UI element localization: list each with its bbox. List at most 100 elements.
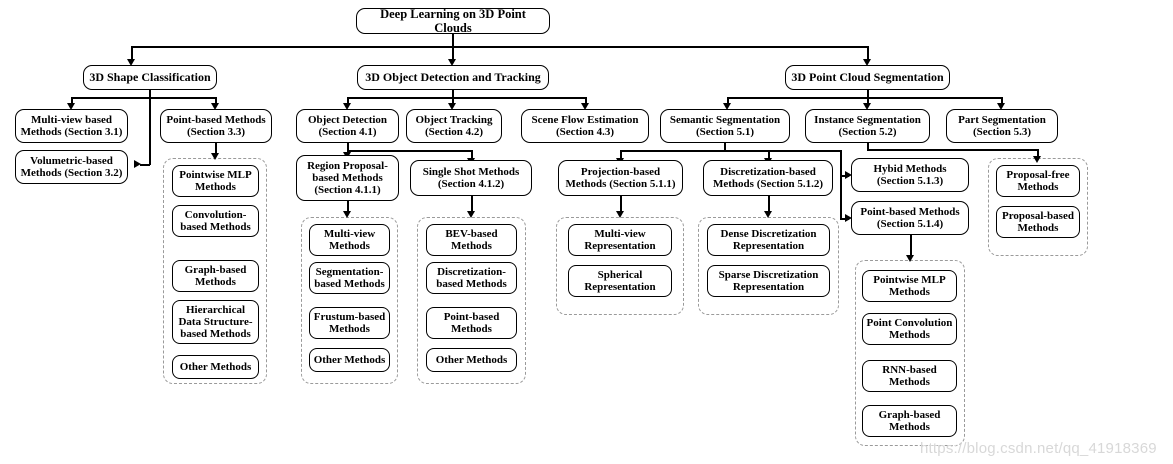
leaf-point-based-methods-singleshot: Point-based Methods <box>426 307 517 339</box>
node-object-detection: Object Detection (Section 4.1) <box>296 109 399 143</box>
leaf-point-convolution-methods: Point Convolution Methods <box>862 313 957 345</box>
leaf-multi-view-representation: Multi-view Representation <box>568 224 672 256</box>
arrow-l2-a <box>127 59 135 66</box>
connector-semantic-down <box>724 143 726 151</box>
node-volumetric-based-methods: Volumetric-based Methods (Section 3.2) <box>15 150 128 184</box>
leaf-other-methods-single-shot: Other Methods <box>426 348 517 372</box>
connector-projection-to-group <box>620 196 622 213</box>
node-multi-view-based-methods: Multi-view based Methods (Section 3.1) <box>15 109 128 143</box>
node-3d-point-cloud-segmentation: 3D Point Cloud Segmentation <box>785 65 950 90</box>
leaf-pointwise-mlp-methods-semantic: Pointwise MLP Methods <box>862 270 957 302</box>
leaf-dense-discretization-representation: Dense Discretization Representation <box>707 224 830 256</box>
connector-to-hybid <box>840 175 849 177</box>
arrow-pointbased33-group <box>211 153 219 160</box>
arrow-point-based-5-1-4 <box>845 214 852 222</box>
connector-shape-bus <box>71 97 216 99</box>
connector-objdet-bus <box>347 97 586 99</box>
leaf-proposal-free-methods: Proposal-free Methods <box>996 165 1080 197</box>
node-discretization-based-methods: Discretization-based Methods (Section 5.… <box>703 160 833 196</box>
node-root: Deep Learning on 3D Point Clouds <box>356 7 550 35</box>
connector-objdetection-down <box>347 143 349 151</box>
leaf-other-methods-region-proposal: Other Methods <box>309 348 390 372</box>
connector-seg-to-part <box>1001 97 1003 104</box>
connector-to-projection <box>620 150 622 160</box>
arrow-l2-c <box>863 59 871 66</box>
node-point-based-methods-5-1-4: Point-based Methods (Section 5.1.4) <box>851 201 969 235</box>
connector-to-single-shot <box>471 150 473 160</box>
connector-drop-l2-c <box>867 46 869 60</box>
arrow-regionproposal-group <box>343 211 351 218</box>
arrow-multiview <box>67 103 75 110</box>
node-region-proposal-based-methods: Region Proposal- based Methods (Section … <box>296 155 399 201</box>
leaf-other-methods-classification: Other Methods <box>172 355 259 379</box>
arrow-hybid-methods <box>845 171 852 179</box>
leaf-graph-based-methods: Graph-based Methods <box>172 260 259 292</box>
arrow-singleshot-group <box>467 211 475 218</box>
arrow-instance-seg <box>863 103 871 110</box>
arrow-semantic-seg <box>723 103 731 110</box>
connector-seg-bus <box>727 97 1002 99</box>
connector-objdet-to-detection <box>347 97 349 104</box>
node-point-based-methods-3-3: Point-based Methods (Section 3.3) <box>160 109 272 143</box>
connector-level2-bus <box>131 46 868 48</box>
connector-drop-l2-a <box>131 46 133 60</box>
arrow-l2-b <box>448 59 456 66</box>
arrow-scene-flow <box>581 103 589 110</box>
arrow-projection-group <box>616 211 624 218</box>
leaf-convolution-based-methods: Convolution- based Methods <box>172 205 259 237</box>
connector-shape-to-multiview <box>71 97 73 104</box>
leaf-segmentation-based-methods: Segmentation- based Methods <box>309 262 390 294</box>
connector-pointbased33-to-group <box>215 143 217 155</box>
arrow-pointbased-3-3 <box>211 103 219 110</box>
connector-singleshot-to-group <box>471 196 473 213</box>
node-single-shot-methods: Single Shot Methods (Section 4.1.2) <box>410 160 532 196</box>
connector-semantic-right-rail <box>840 150 842 219</box>
leaf-multi-view-methods: Multi-view Methods <box>309 224 390 256</box>
connector-shape-to-pointbased <box>215 97 217 104</box>
leaf-rnn-based-methods: RNN-based Methods <box>862 360 957 392</box>
leaf-proposal-based-methods: Proposal-based Methods <box>996 206 1080 238</box>
connector-to-discretization <box>768 150 770 160</box>
connector-shape-to-volumetric-h <box>140 164 150 166</box>
leaf-spherical-representation: Spherical Representation <box>568 265 672 297</box>
node-hybid-methods: Hybid Methods (Section 5.1.3) <box>851 158 969 192</box>
leaf-sparse-discretization-representation: Sparse Discretization Representation <box>707 265 830 297</box>
connector-objdetection-bus <box>347 150 472 152</box>
node-3d-object-detection-tracking: 3D Object Detection and Tracking <box>357 65 549 90</box>
node-instance-segmentation: Instance Segmentation (Section 5.2) <box>805 109 930 143</box>
connector-shape-down <box>149 90 151 98</box>
arrow-volumetric <box>134 160 141 168</box>
node-3d-shape-classification: 3D Shape Classification <box>83 65 217 90</box>
leaf-discretization-based-methods-singleshot: Discretization- based Methods <box>426 262 517 294</box>
connector-instance-to-group <box>1037 149 1039 158</box>
arrow-object-detection <box>343 103 351 110</box>
leaf-pointwise-mlp-methods: Pointwise MLP Methods <box>172 165 259 197</box>
connector-to-point-based-5-1-4 <box>840 218 849 220</box>
node-semantic-segmentation: Semantic Segmentation (Section 5.1) <box>660 109 790 143</box>
leaf-bev-based-methods: BEV-based Methods <box>426 224 517 256</box>
node-part-segmentation: Part Segmentation (Section 5.3) <box>946 109 1058 143</box>
connector-pointbased514-to-group <box>910 235 912 257</box>
node-scene-flow-estimation: Scene Flow Estimation (Section 4.3) <box>521 109 649 143</box>
connector-regionproposal-to-group <box>347 201 349 213</box>
connector-objdet-to-tracking <box>452 97 454 104</box>
connector-root-down <box>452 34 454 46</box>
connector-instance-down <box>867 143 869 150</box>
arrow-discretization-group <box>764 211 772 218</box>
node-projection-based-methods: Projection-based Methods (Section 5.1.1) <box>558 160 683 196</box>
connector-discretization-to-group <box>768 196 770 213</box>
leaf-graph-based-methods-semantic: Graph-based Methods <box>862 405 957 437</box>
connector-semantic-bus <box>620 150 841 152</box>
arrow-part-seg <box>997 103 1005 110</box>
arrow-pointbased514-group <box>906 255 914 262</box>
leaf-hierarchical-data-structure-based-methods: Hierarchical Data Structure- based Metho… <box>172 300 259 344</box>
leaf-frustum-based-methods: Frustum-based Methods <box>309 307 390 339</box>
arrow-object-tracking <box>448 103 456 110</box>
connector-seg-to-instance <box>867 97 869 104</box>
connector-seg-down <box>867 90 869 98</box>
connector-objdet-down <box>452 90 454 98</box>
connector-seg-to-semantic <box>727 97 729 104</box>
node-object-tracking: Object Tracking (Section 4.2) <box>406 109 502 143</box>
connector-shape-to-volumetric-v <box>149 97 151 165</box>
